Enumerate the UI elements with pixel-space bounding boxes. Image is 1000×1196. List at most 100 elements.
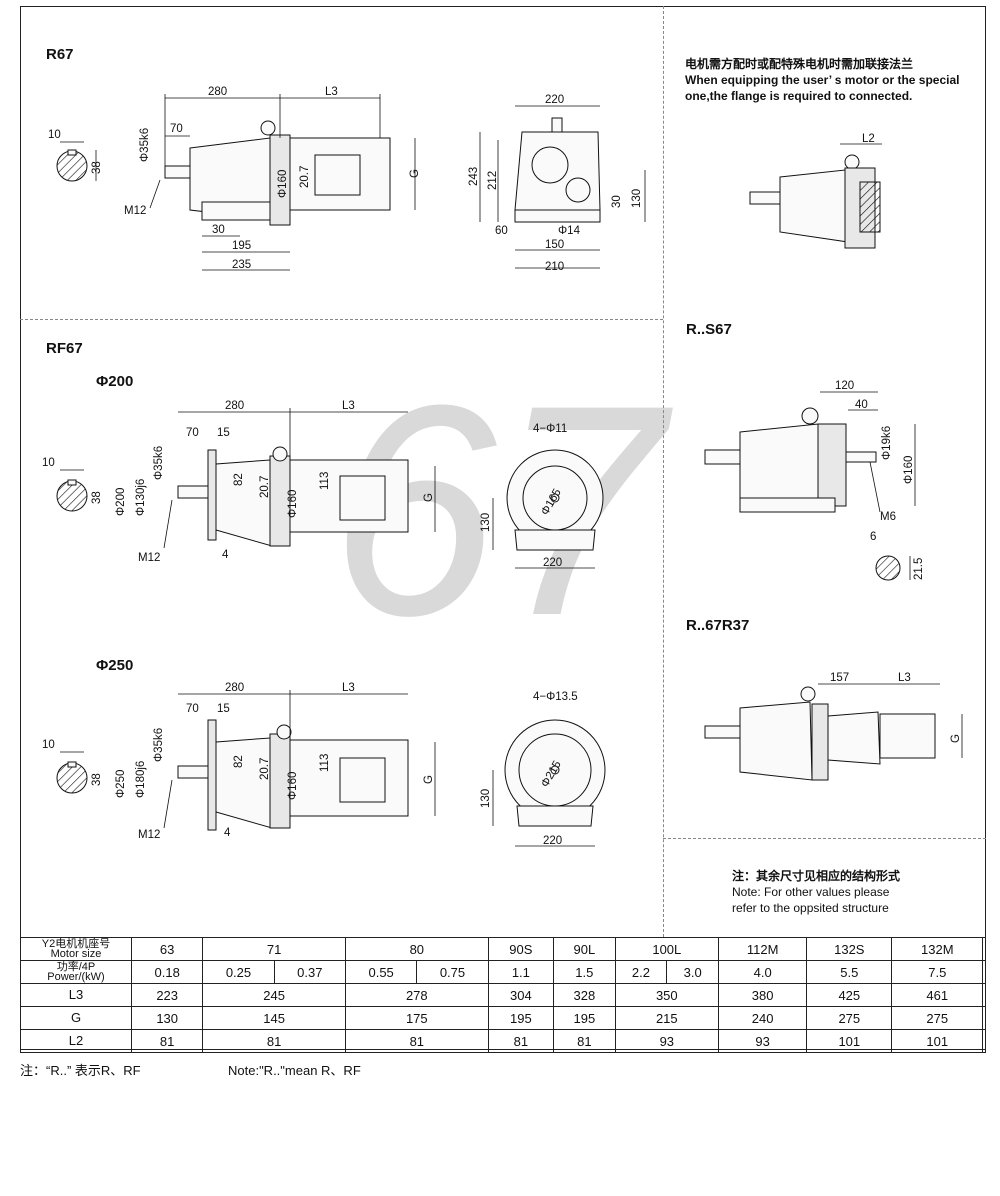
key — [67, 761, 77, 768]
table-cell: 81 — [130, 1029, 204, 1053]
lifting-eye — [800, 686, 816, 702]
drawing-r67r37: 157 L3 G — [704, 672, 963, 781]
dim-212: 212 — [487, 171, 499, 190]
key — [67, 149, 77, 156]
input-shaft-section — [875, 555, 901, 581]
dim-G: G — [950, 734, 962, 743]
dim-L3: L3 — [898, 672, 911, 684]
table-cell — [982, 960, 986, 984]
lifting-eye — [801, 407, 819, 425]
table-cell: 132S — [806, 937, 893, 961]
table-cell: 90S — [487, 937, 555, 961]
output-shaft — [177, 485, 209, 499]
row-header: L2 — [20, 1029, 132, 1053]
dim-130j6: Φ130j6 — [135, 479, 147, 516]
flange-section — [859, 181, 881, 233]
table-cell: 7.5 — [891, 960, 984, 984]
dim-120: 120 — [835, 380, 854, 392]
key — [67, 479, 77, 486]
dim-243: 243 — [468, 167, 480, 186]
table-cell: 245 — [202, 983, 346, 1007]
dim-280: 280 — [225, 400, 244, 412]
output-shaft — [177, 765, 209, 779]
note-flange-en1: When equipping the user’ s motor or the … — [685, 73, 960, 87]
dim-38: 38 — [91, 773, 103, 786]
dim-195: 195 — [232, 240, 251, 252]
dim-4: 4 — [222, 549, 229, 561]
table-cell: 100L — [614, 937, 720, 961]
table-cell: 132M — [891, 937, 984, 961]
drawing-rf250-front: 10 38 280 L3 70 15 Φ35k6 Φ250 Φ180j6 82 … — [42, 682, 436, 841]
dim-G: G — [423, 493, 435, 502]
table-cell: 0.25 — [202, 960, 275, 984]
gear-housing — [779, 169, 849, 243]
output-shaft — [704, 449, 741, 465]
eye-top — [551, 117, 563, 133]
row-header: L3 — [20, 983, 132, 1007]
lifting-eye — [260, 120, 276, 136]
output-shaft — [164, 165, 191, 179]
table-cell: 71 — [202, 937, 346, 961]
dim-20-7: 20.7 — [259, 758, 271, 780]
title-r67: R67 — [46, 46, 74, 63]
center-bore — [550, 765, 560, 775]
table-cell: 215 — [614, 1006, 720, 1030]
divider-vertical — [663, 6, 664, 937]
drawing-r67-side: 220 243 212 30 130 60 Φ14 150 210 — [468, 94, 646, 273]
dim-130: 130 — [480, 789, 492, 808]
spec-table: Y2电机机座号 Motor size 63 71 80 90S 90L 100L… — [20, 937, 986, 1053]
table-cell — [982, 983, 986, 1007]
note-flange-en2: one,the flange is required to connected. — [685, 89, 913, 103]
dim-60: 60 — [495, 225, 508, 237]
dim-G: G — [423, 775, 435, 784]
secondary-gear-housing — [827, 711, 881, 765]
dim-160: Φ160 — [287, 772, 299, 800]
lifting-eye — [276, 724, 292, 740]
row-header: G — [20, 1006, 132, 1030]
dim-L3: L3 — [342, 400, 355, 412]
side-foot — [514, 209, 601, 223]
dim-4x13: 4−Φ13.5 — [533, 691, 578, 703]
table-cell: 350 — [614, 983, 720, 1007]
dim-4: 4 — [224, 827, 231, 839]
dim-157: 157 — [830, 672, 849, 684]
gear-housing — [215, 737, 273, 829]
dim-210: 210 — [545, 261, 564, 273]
dim-250: Φ250 — [115, 770, 127, 798]
table-cell: 0.55 — [344, 960, 418, 984]
dim-220: 220 — [545, 94, 564, 106]
table-cell: 90L — [553, 937, 616, 961]
table-cell — [982, 937, 986, 961]
table-cell: 130 — [130, 1006, 204, 1030]
table-cell: 81 — [553, 1029, 616, 1053]
drawing-rf200-side: 4−Φ11 Φ165 130 220 — [480, 423, 604, 569]
table-cell: 1.1 — [487, 960, 555, 984]
table-cell: 0.18 — [130, 960, 204, 984]
table-cell: 223 — [130, 983, 204, 1007]
table-cell: 275 — [806, 1006, 893, 1030]
dim-160: Φ160 — [903, 456, 915, 484]
dim-160: Φ160 — [277, 170, 289, 198]
dim-235: 235 — [232, 259, 251, 271]
drawing-rf200-front: 10 38 280 L3 70 15 Φ35k6 Φ200 Φ130j6 82 … — [42, 400, 436, 564]
table-cell: 425 — [806, 983, 893, 1007]
secondary-motor — [879, 713, 936, 759]
dim-10: 10 — [42, 457, 55, 469]
dim-G: G — [409, 169, 421, 178]
dim-160: Φ160 — [287, 490, 299, 518]
dim-M12: M12 — [124, 205, 146, 217]
dim-4x11: 4−Φ11 — [533, 423, 567, 435]
table-cell: 0.37 — [273, 960, 346, 984]
row-label-en: Motor size — [50, 948, 102, 960]
dim-280: 280 — [225, 682, 244, 694]
dim-130: 130 — [631, 189, 643, 208]
dim-70: 70 — [170, 123, 183, 135]
row-label-cn: 功率/4P — [56, 961, 96, 973]
dim-15: 15 — [217, 703, 230, 715]
table-cell: 81 — [202, 1029, 346, 1053]
output-bore — [531, 146, 569, 184]
title-rf67: RF67 — [46, 340, 83, 357]
dim-10: 10 — [42, 739, 55, 751]
table-cell: 240 — [718, 1006, 808, 1030]
dim-200: Φ200 — [115, 488, 127, 516]
